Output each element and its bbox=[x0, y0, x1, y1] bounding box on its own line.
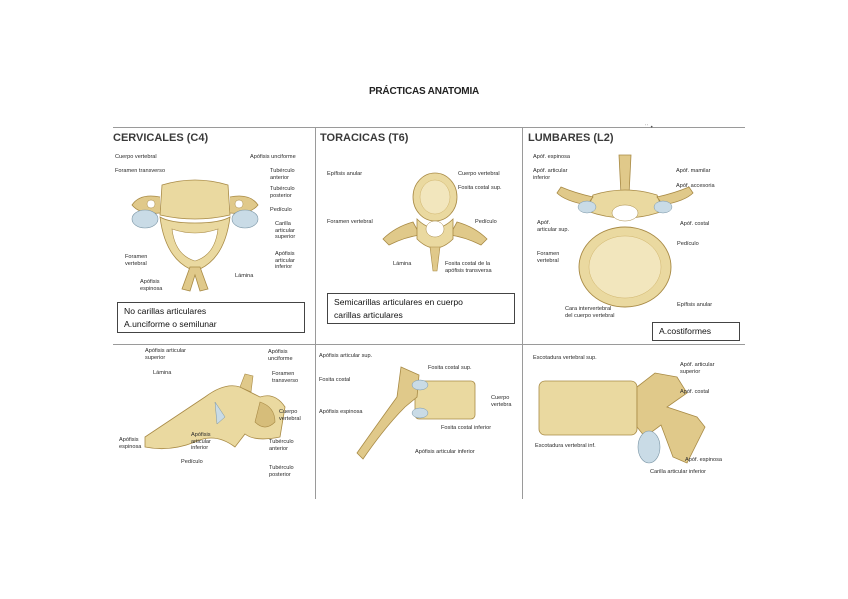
label: Lámina bbox=[153, 370, 171, 377]
label: Apófisis unciforme bbox=[268, 349, 293, 362]
column-divider bbox=[522, 127, 523, 499]
label: Foramen vertebral bbox=[125, 254, 147, 267]
label: Epífisis anular bbox=[327, 171, 362, 178]
label: Pedículo bbox=[270, 207, 292, 214]
label: Epífisis anular bbox=[677, 302, 712, 309]
label: Lámina bbox=[393, 261, 411, 268]
thoracic-note: Semicarillas articulares en cuerpo caril… bbox=[327, 293, 515, 324]
label: Tubérculo anterior bbox=[269, 439, 294, 452]
label: Apóf. articular inferior bbox=[533, 168, 568, 181]
label: Apófisis espinosa bbox=[140, 279, 162, 292]
label: Apóf. accesoria bbox=[676, 183, 715, 190]
label: Apóf. costal bbox=[680, 389, 709, 396]
label: Fosita costal de la apófisis transversa bbox=[445, 261, 492, 274]
label: Pedículo bbox=[475, 219, 497, 226]
label: Fosita costal sup. bbox=[458, 185, 502, 192]
label: Foramen transverso bbox=[272, 371, 298, 384]
label: Apófisis unciforme bbox=[250, 154, 296, 161]
label: Foramen transverso bbox=[115, 168, 165, 175]
label: Apóf. espinosa bbox=[533, 154, 570, 161]
label: Apófisis espinosa bbox=[319, 409, 363, 416]
label: Cuerpo vertebra bbox=[491, 395, 512, 408]
label: Lámina bbox=[235, 273, 253, 280]
lumbar-superior-view-figure bbox=[553, 155, 703, 315]
label: Apófisis articular inferior bbox=[415, 449, 475, 456]
toracicas-heading: TORACICAS (T6) bbox=[320, 132, 408, 144]
lumbar-note: A.costiformes bbox=[652, 322, 740, 341]
column-divider bbox=[315, 127, 316, 499]
label: Cara intervertebral del cuerpo vertebral bbox=[565, 306, 614, 319]
label: Apófisis articular sup. bbox=[319, 353, 372, 360]
label: Escotadura vertebral inf. bbox=[535, 443, 596, 450]
corner-mark: ˙˙ • bbox=[645, 125, 653, 131]
label: Apóf. articular sup. bbox=[537, 220, 569, 233]
label: Fosita costal inferior bbox=[441, 425, 491, 432]
label: Apófisis articular inferior bbox=[275, 251, 295, 271]
label: Pedículo bbox=[181, 459, 203, 466]
label: Cuerpo vertebral bbox=[279, 409, 301, 422]
label: Fosita costal sup. bbox=[428, 365, 472, 372]
label: Tubérculo anterior bbox=[270, 168, 295, 181]
label: Fosita costal bbox=[319, 377, 350, 384]
label: Apóf. articular superior bbox=[680, 362, 715, 375]
cervicales-heading: CERVICALES (C4) bbox=[113, 132, 208, 144]
label: Apóf. espinosa bbox=[685, 457, 722, 464]
label: Tubérculo posterior bbox=[270, 186, 295, 199]
label: Apóf. mamilar bbox=[676, 168, 711, 175]
label: Apófisis articular inferior bbox=[191, 432, 211, 452]
label: Escotadura vertebral sup. bbox=[533, 355, 597, 362]
label: Apófisis espinosa bbox=[119, 437, 141, 450]
label: Foramen vertebral bbox=[327, 219, 373, 226]
label: Carilla articular superior bbox=[275, 221, 295, 241]
anatomy-sheet: CERVICALES (C4) TORACICAS (T6) LUMBARES … bbox=[105, 127, 745, 501]
label: Apófisis articular superior bbox=[145, 348, 186, 361]
label: Carilla articular inferior bbox=[650, 469, 706, 476]
label: Cuerpo vertebral bbox=[458, 171, 500, 178]
row-divider bbox=[113, 344, 745, 345]
label: Apóf. costal bbox=[680, 221, 709, 228]
label: Foramen vertebral bbox=[537, 251, 559, 264]
lumbares-heading: LUMBARES (L2) bbox=[528, 132, 614, 144]
label: Pedículo bbox=[677, 241, 699, 248]
page-title: PRÁCTICAS ANATOMIA bbox=[0, 86, 848, 97]
cervical-note: No carillas articulares A.unciforme o se… bbox=[117, 302, 305, 333]
label: Tubérculo posterior bbox=[269, 465, 294, 478]
label: Cuerpo vertebral bbox=[115, 154, 157, 161]
